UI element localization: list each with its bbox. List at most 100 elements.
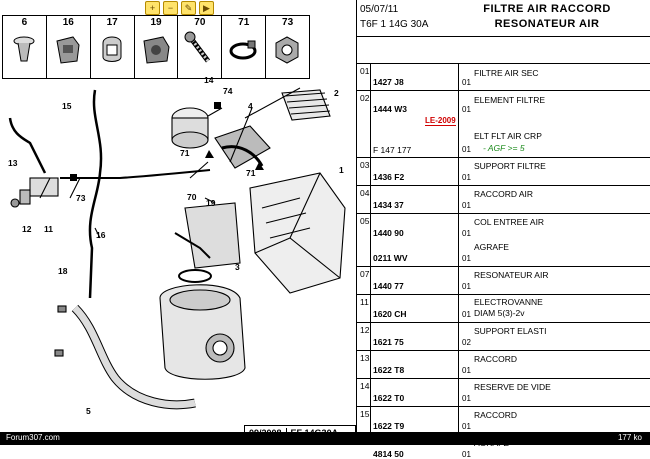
nut-icon bbox=[275, 36, 299, 64]
row-index: 03 bbox=[360, 160, 370, 170]
table-row[interactable]: 03 1436 F2 01 SUPPORT FILTRE bbox=[357, 157, 650, 185]
callout-label: 71 bbox=[180, 148, 190, 158]
part-quantity: 01 bbox=[462, 229, 471, 238]
part-description: DIAM 5(3)-2v bbox=[474, 308, 525, 318]
edit-icon[interactable]: ✎ bbox=[181, 1, 196, 15]
part-reference: 1622 T9 bbox=[373, 421, 405, 431]
callout-label: 1 bbox=[339, 165, 344, 175]
part-number: 70 bbox=[194, 17, 206, 28]
part-quantity: 01 bbox=[462, 450, 471, 459]
part-quantity: 01 bbox=[462, 394, 471, 403]
hose-clamp-icon bbox=[229, 40, 257, 60]
part-cell[interactable]: 6 bbox=[3, 16, 47, 78]
part-cell[interactable]: 73 bbox=[266, 16, 309, 78]
callout-label: 5 bbox=[86, 406, 91, 416]
part-reference: 1434 37 bbox=[373, 200, 404, 210]
part-description: ELT FLT AIR CRP bbox=[474, 131, 542, 141]
part-reference: 1621 75 bbox=[373, 337, 404, 347]
table-row[interactable]: 05 1440 90 01 COL ENTREE AIR AGRAFE 0211… bbox=[357, 213, 650, 266]
header-meta: 05/07/11 T6F 1 14G 30A bbox=[360, 2, 428, 32]
revision-tag[interactable]: LE-2009 bbox=[425, 116, 456, 126]
callout-label: 15 bbox=[62, 101, 72, 111]
part-reference: 1440 77 bbox=[373, 281, 404, 291]
part-number: 73 bbox=[282, 17, 294, 28]
table-row[interactable]: 14 1622 T0 01 RESERVE DE VIDE bbox=[357, 378, 650, 406]
callout-label: 16 bbox=[96, 230, 106, 240]
part-reference: 1620 CH bbox=[373, 309, 407, 319]
callout-label: 14 bbox=[204, 75, 214, 85]
file-size: 177 ko bbox=[617, 433, 642, 442]
table-row[interactable]: 15 1622 T9 01 RACCORD bbox=[357, 406, 650, 434]
callout-label: 11 bbox=[44, 224, 53, 234]
diagram-panel: + − ✎ ▶ 6 16 17 bbox=[2, 0, 357, 440]
site-watermark: Forum307.com bbox=[6, 433, 60, 442]
part-description: ELECTROVANNE bbox=[474, 297, 543, 307]
callout-label: 18 bbox=[58, 266, 68, 276]
part-quantity: 01 bbox=[462, 201, 471, 210]
callout-label: 12 bbox=[22, 224, 32, 234]
part-cell[interactable]: 17 bbox=[91, 16, 135, 78]
part-cell[interactable]: 70 bbox=[178, 16, 223, 78]
part-description: COL ENTREE AIR bbox=[474, 217, 545, 227]
part-reference: 1622 T8 bbox=[373, 365, 405, 375]
row-index: 12 bbox=[360, 325, 370, 335]
part-description: RACCORD bbox=[474, 410, 517, 420]
table-row[interactable]: 01 1427 J8 01 FILTRE AIR SEC bbox=[357, 63, 650, 90]
part-description: FILTRE AIR SEC bbox=[474, 68, 539, 78]
part-reference: 1436 F2 bbox=[373, 172, 405, 182]
header-date: 05/07/11 bbox=[360, 4, 399, 15]
header-model: T6F 1 14G 30A bbox=[360, 19, 429, 30]
parts-list-panel: 05/07/11 T6F 1 14G 30A FILTRE AIR RACCOR… bbox=[357, 0, 650, 459]
part-quantity: 01 bbox=[462, 282, 471, 291]
part-number: 19 bbox=[150, 17, 162, 28]
part-cell[interactable]: 16 bbox=[47, 16, 91, 78]
part-reference: 1440 90 bbox=[373, 228, 404, 238]
column-rule bbox=[458, 63, 459, 432]
row-index: 04 bbox=[360, 188, 370, 198]
callout-label: 2 bbox=[334, 88, 339, 98]
clip-icon bbox=[13, 36, 35, 62]
table-row[interactable]: 11 1620 CH 01 ELECTROVANNE DIAM 5(3)-2v bbox=[357, 294, 650, 322]
parts-table: 01 1427 J8 01 FILTRE AIR SEC 02 1444 W3 … bbox=[357, 63, 650, 459]
callout-label: 74 bbox=[223, 86, 233, 96]
next-icon[interactable]: ▶ bbox=[199, 1, 214, 15]
row-index: 13 bbox=[360, 353, 370, 363]
part-cell[interactable]: 19 bbox=[135, 16, 179, 78]
row-index: 11 bbox=[360, 297, 369, 307]
part-number: 6 bbox=[21, 17, 28, 28]
row-index: 01 bbox=[360, 66, 370, 76]
part-description: SUPPORT FILTRE bbox=[474, 161, 546, 171]
parts-strip: 6 16 17 19 bbox=[2, 15, 310, 79]
part-number: 17 bbox=[106, 17, 118, 28]
page-title: FILTRE AIR RACCORD RESONATEUR AIR bbox=[452, 2, 642, 32]
table-row[interactable]: 02 1444 W3 01 ELEMENT FILTRE LE-2009 ELT… bbox=[357, 90, 650, 157]
row-index: 05 bbox=[360, 216, 370, 226]
table-row[interactable]: 04 1434 37 01 RACCORD AIR bbox=[357, 185, 650, 213]
zoom-in-icon[interactable]: + bbox=[145, 1, 160, 15]
part-number: 71 bbox=[238, 17, 250, 28]
row-index: 14 bbox=[360, 381, 370, 391]
callout-label: 70 bbox=[187, 192, 197, 202]
part-reference: 1427 J8 bbox=[373, 77, 404, 87]
part-description: RESERVE DE VIDE bbox=[474, 382, 551, 392]
row-index: 02 bbox=[360, 93, 370, 103]
viewer-toolbar: + − ✎ ▶ bbox=[145, 1, 214, 15]
callout-label: 4 bbox=[248, 101, 253, 111]
part-number: 16 bbox=[62, 17, 74, 28]
row-index: 15 bbox=[360, 409, 370, 419]
callout-label: 3 bbox=[235, 262, 240, 272]
part-quantity: 01 bbox=[462, 145, 471, 154]
part-quantity: 01 bbox=[462, 173, 471, 182]
zoom-out-icon[interactable]: − bbox=[163, 1, 178, 15]
part-cell[interactable]: 71 bbox=[222, 16, 267, 78]
table-row[interactable]: 12 1621 75 02 SUPPORT ELASTI bbox=[357, 322, 650, 350]
table-row[interactable]: 13 1622 T8 01 RACCORD bbox=[357, 350, 650, 378]
table-row[interactable]: 07 1440 77 01 RESONATEUR AIR bbox=[357, 266, 650, 294]
title-line-1: FILTRE AIR RACCORD bbox=[483, 3, 611, 15]
part-quantity: 01 bbox=[462, 78, 471, 87]
part-reference: 0211 WV bbox=[373, 253, 408, 263]
part-reference: 4814 50 bbox=[373, 449, 404, 459]
part-quantity: 01 bbox=[462, 422, 471, 431]
part-quantity: 01 bbox=[462, 310, 471, 319]
